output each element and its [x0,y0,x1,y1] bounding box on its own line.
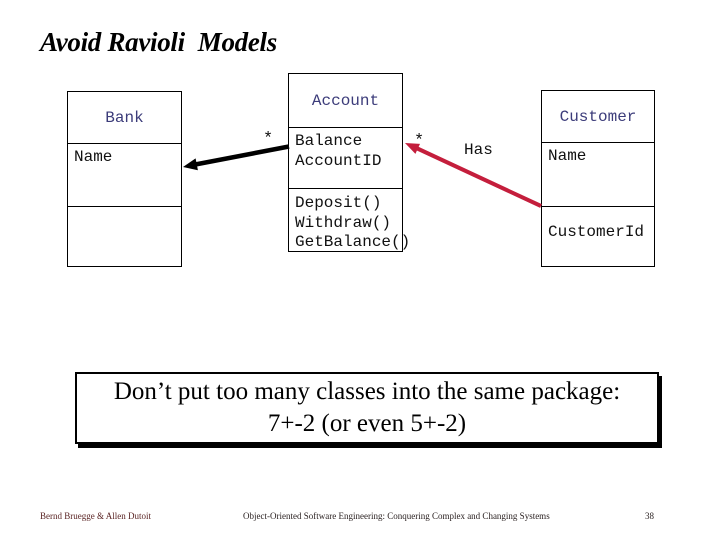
class-operations-compartment: Deposit() Withdraw() GetBalance() [289,189,411,253]
footer-authors: Bernd Bruegge & Allen Dutoit [40,511,151,521]
class-attribute: Name [74,148,113,166]
class-attribute: Balance [295,132,363,150]
message-line-1: Don’t put too many classes into the same… [113,378,621,405]
class-attribute: AccountID [295,152,382,170]
slide-title: Avoid Ravioli Models [40,27,277,57]
multiplicity-star-account-customer: * [414,132,425,151]
footer-page-number: 38 [645,511,654,521]
bank-account-arrowhead-icon [183,158,198,171]
multiplicity-star-bank-account: * [263,130,274,149]
uml-class-box-customer: Customer Name CustomerId [541,90,655,267]
class-name-label: Bank [68,92,181,144]
uml-class-box-bank: Bank Name [67,91,182,267]
message-box: Don’t put too many classes into the same… [75,372,659,444]
class-attribute: CustomerId [548,223,645,241]
bank-account-association-line [189,144,290,168]
class-attributes-compartment: Name [68,144,181,207]
class-attribute: Name [548,147,587,165]
class-attributes-compartment: Balance AccountID [289,128,402,189]
class-operation: Deposit() [295,194,382,212]
association-name-label: Has [464,141,493,159]
empty-operations-compartment [68,207,181,266]
class-operation: Withdraw() [295,213,392,232]
class-name-label: Account [289,74,402,128]
class-name-label: Customer [542,91,654,143]
footer-book-title: Object-Oriented Software Engineering: Co… [243,511,550,521]
class-attributes-compartment: Name [542,143,654,207]
class-extra-compartment: CustomerId [542,207,654,266]
message-line-2: 7+-2 (or even 5+-2) [267,410,467,437]
uml-class-box-account: Account Balance AccountID Deposit() With… [288,73,411,253]
class-operation: GetBalance() [295,233,411,251]
